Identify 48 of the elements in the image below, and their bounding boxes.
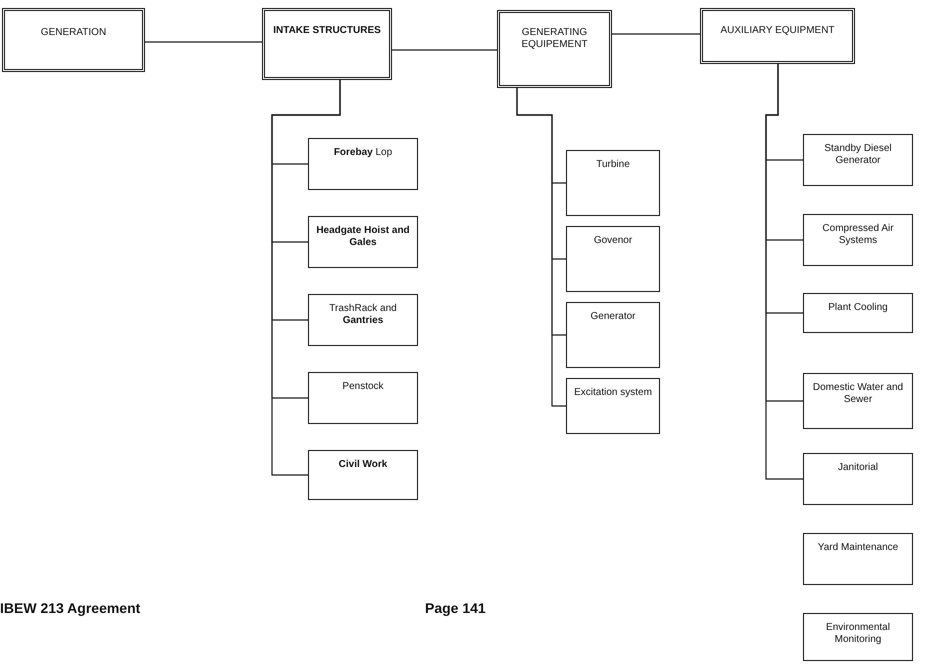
footer-text: IBEW 213 Agreement <box>0 600 140 616</box>
connector-line <box>516 88 566 407</box>
box-label: Excitation system <box>574 387 652 400</box>
category-box <box>2 8 145 72</box>
box-label: GENERATION <box>40 27 106 40</box>
box-label: Standby Diesel Generator <box>823 143 893 168</box>
box-label: INTAKE STRUCTURES <box>273 25 381 38</box>
category-box <box>262 8 392 80</box>
item-box <box>803 533 913 585</box>
item-box <box>566 302 660 368</box>
box-label: AUXILIARY EQUIPMENT <box>720 25 835 38</box>
item-box <box>803 214 913 266</box>
item-box <box>308 216 418 268</box>
box-label: Plant Cooling <box>828 302 888 315</box>
box-label: Penstock <box>342 381 384 394</box>
item-box <box>803 134 913 186</box>
box-label: Janitorial <box>838 462 878 475</box>
box-label: Govenor <box>594 235 632 248</box>
item-box <box>803 453 913 505</box>
box-label: Turbine <box>596 159 630 172</box>
item-box <box>566 378 660 434</box>
box-label: TrashRack and Gantries <box>328 303 398 328</box>
box-label: GENERATING EQUIPEMENT <box>520 27 589 52</box>
item-box <box>308 372 418 424</box>
item-box <box>308 294 418 346</box>
box-label: Civil Work <box>338 459 388 472</box>
item-box <box>803 293 913 333</box>
box-label: Domestic Water and Sewer <box>812 382 904 407</box>
connector-line <box>612 33 700 35</box>
category-box <box>497 10 612 88</box>
item-box <box>803 613 913 661</box>
connector-line <box>765 64 803 480</box>
connector-line <box>392 49 497 51</box>
connector-line <box>271 80 341 476</box>
item-box <box>566 226 660 292</box>
box-label: Compressed Air Systems <box>821 223 895 248</box>
page-number: Page 141 <box>425 600 486 616</box>
box-label: Generator <box>590 311 636 324</box>
item-box <box>308 138 418 190</box>
box-label: Environmental Monitoring <box>825 622 891 647</box>
category-box <box>700 8 855 64</box>
box-label: Forebay Lop <box>334 147 392 160</box>
item-box <box>566 150 660 216</box>
item-box <box>803 373 913 429</box>
connector-line <box>145 41 262 43</box>
item-box <box>308 450 418 500</box>
box-label: Yard Maintenance <box>818 542 898 555</box>
box-label: Headgate Hoist and Gales <box>315 225 411 250</box>
